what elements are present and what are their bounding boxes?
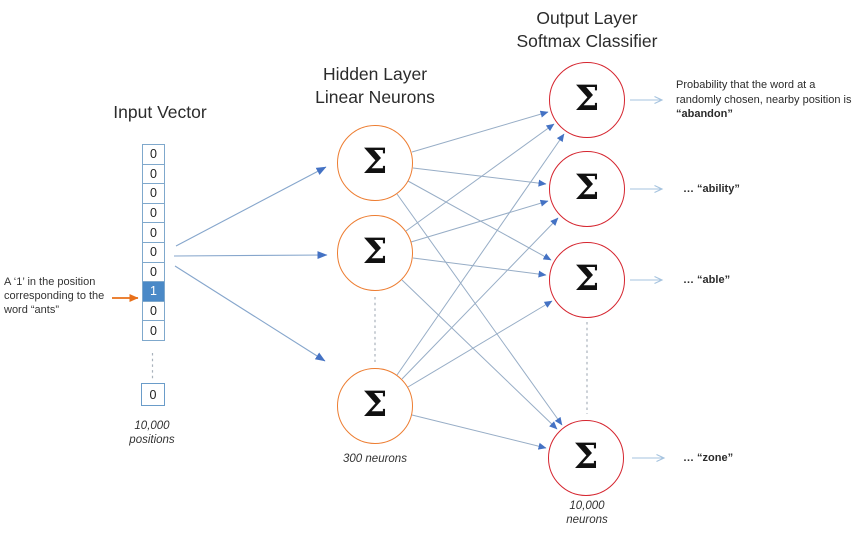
- output-neuron-2: Σ: [549, 151, 625, 227]
- output-neuron-1: Σ: [549, 62, 625, 138]
- output-layer-count-line2: neurons: [566, 514, 608, 527]
- hidden-layer-title: Hidden Layer Linear Neurons: [295, 63, 455, 109]
- output-layer-count-line1: 10,000: [569, 500, 605, 512]
- output-layer-title-line1: Output Layer: [536, 8, 638, 28]
- vector-cell: 0: [142, 202, 165, 224]
- hidden-layer-title-line1: Hidden Layer: [322, 64, 428, 84]
- vector-cell: 0: [142, 222, 165, 243]
- vector-cell: 0: [142, 320, 165, 341]
- label-word: … “ability”: [683, 183, 740, 195]
- sigma-symbol: Σ: [574, 257, 600, 299]
- input-vector-count-line1: 10,000: [134, 420, 170, 432]
- hidden-to-output-connections: [396, 110, 565, 450]
- output-layer-title-line2: Softmax Classifier: [516, 30, 658, 51]
- hidden-neuron-1: Σ: [337, 125, 413, 201]
- output-word-label-abandon: Probability that the word at a randomly …: [676, 78, 856, 122]
- output-to-label-arrows: [630, 96, 666, 462]
- output-word-label-ability: … “ability”: [683, 182, 833, 197]
- sigma-symbol: Σ: [362, 140, 388, 182]
- vector-cell-hot: 1: [142, 281, 165, 302]
- sigma-symbol: Σ: [574, 166, 600, 208]
- hidden-layer-title-line2: Linear Neurons: [315, 86, 435, 107]
- output-neuron-3: Σ: [549, 242, 625, 318]
- vector-cell: 0: [142, 300, 165, 322]
- input-layer-title: Input Vector: [113, 102, 207, 122]
- vector-cell: 0: [142, 241, 165, 263]
- vector-cell: 0: [142, 163, 165, 185]
- sigma-symbol: Σ: [362, 230, 388, 272]
- input-to-hidden-arrows: [173, 166, 328, 362]
- input-vector-count: 10,000 positions: [112, 419, 192, 448]
- vector-tail-cell: 0: [141, 383, 165, 406]
- output-word-label-zone: … “zone”: [683, 451, 833, 466]
- sigma-symbol: Σ: [362, 383, 388, 425]
- vector-cell: 0: [142, 261, 165, 283]
- output-layer-title: Output Layer Softmax Classifier: [492, 7, 682, 53]
- sigma-symbol: Σ: [574, 77, 600, 119]
- output-word-label-able: … “able”: [683, 273, 833, 288]
- input-vector-count-line2: positions: [129, 434, 175, 447]
- sigma-symbol: Σ: [573, 435, 599, 477]
- label-prefix: Probability that the word at a randomly …: [676, 79, 852, 106]
- label-word: “abandon”: [676, 108, 733, 121]
- vector-cell: 0: [142, 183, 165, 204]
- dashed-connectors: [151, 297, 588, 414]
- hidden-neuron-2: Σ: [337, 215, 413, 291]
- label-word: … “zone”: [683, 452, 734, 464]
- hidden-neuron-3: Σ: [337, 368, 413, 444]
- output-neuron-4: Σ: [548, 420, 624, 496]
- vector-cell: 0: [142, 144, 165, 165]
- label-word: … “able”: [683, 274, 731, 286]
- one-hot-annotation: A ‘1’ in the position corresponding to t…: [4, 276, 105, 317]
- hidden-layer-count: 300 neurons: [343, 453, 407, 465]
- output-layer-count: 10,000 neurons: [547, 499, 627, 528]
